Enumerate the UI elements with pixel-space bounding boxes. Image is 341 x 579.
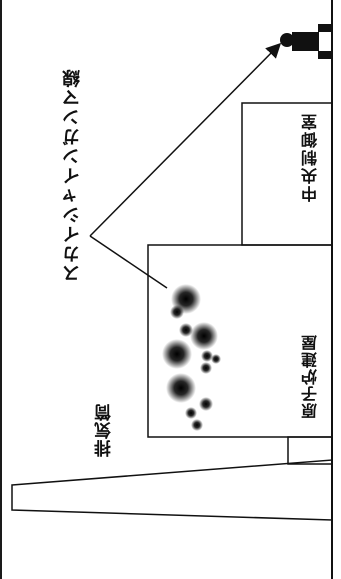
exhaust-stack-shape — [11, 459, 333, 521]
person-icon — [280, 24, 332, 59]
source-spot — [199, 397, 213, 411]
source-spot — [170, 305, 184, 319]
source-spot — [191, 419, 203, 431]
source-spot — [200, 362, 212, 374]
source-spot — [162, 339, 192, 369]
source-spot — [201, 350, 213, 362]
stack-label: 排気筒 — [95, 403, 115, 457]
source-spot — [179, 323, 193, 337]
control-room — [241, 102, 333, 246]
source-spot — [211, 354, 221, 364]
reactor-building-label: 原子炉建屋 — [301, 334, 320, 419]
reactor-building — [147, 244, 333, 438]
frame-left-border — [0, 0, 2, 579]
source-spot — [185, 407, 197, 419]
radiation-sources — [162, 284, 221, 431]
source-spot — [190, 322, 218, 350]
control-room-label: 中央制御室 — [301, 112, 320, 202]
skyshine-path-down — [89, 42, 282, 237]
source-spot — [166, 373, 196, 403]
skyshine-path-up — [89, 235, 168, 289]
skyshine-label: スカイシャインガンマ線 — [62, 68, 83, 283]
